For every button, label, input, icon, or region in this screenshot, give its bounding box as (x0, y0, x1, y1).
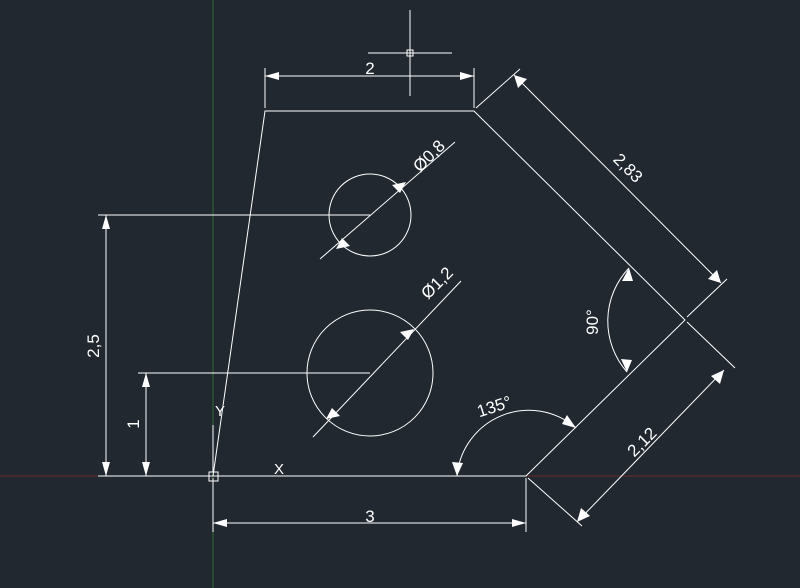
slant-dim-line (513, 74, 722, 284)
slant-dim-ext-bottom (686, 278, 728, 318)
bottom-width-label: 3 (365, 507, 374, 526)
ucs-x-label: X (274, 461, 284, 478)
top-width-label: 2 (365, 59, 374, 78)
height-total-label: 2,5 (84, 334, 103, 358)
lower-edge-label: 2,12 (624, 424, 661, 461)
part-outline[interactable] (212, 110, 686, 477)
large-hole-diameter-leader (312, 280, 462, 438)
ucs-y-label: Y (215, 403, 225, 420)
angle-135-label: 135° (475, 392, 514, 421)
large-hole-diameter-label: Ø1,2 (417, 263, 456, 302)
lower-dim-line (576, 369, 725, 523)
dimension-arrowheads (102, 72, 724, 527)
small-hole-diameter-label: Ø0,8 (409, 136, 448, 175)
lower-dim-ext-top (686, 321, 736, 369)
slant-edge-label: 2,83 (609, 150, 646, 187)
angle-135-arc (456, 409, 577, 477)
lower-dim-ext-bottom (527, 477, 583, 527)
crosshair-pickbox (406, 49, 414, 57)
angle-90-label: 90° (583, 309, 602, 335)
angle-90-arc (607, 267, 630, 373)
slant-dim-ext-top (475, 68, 521, 109)
height-hole-label: 1 (124, 419, 143, 428)
